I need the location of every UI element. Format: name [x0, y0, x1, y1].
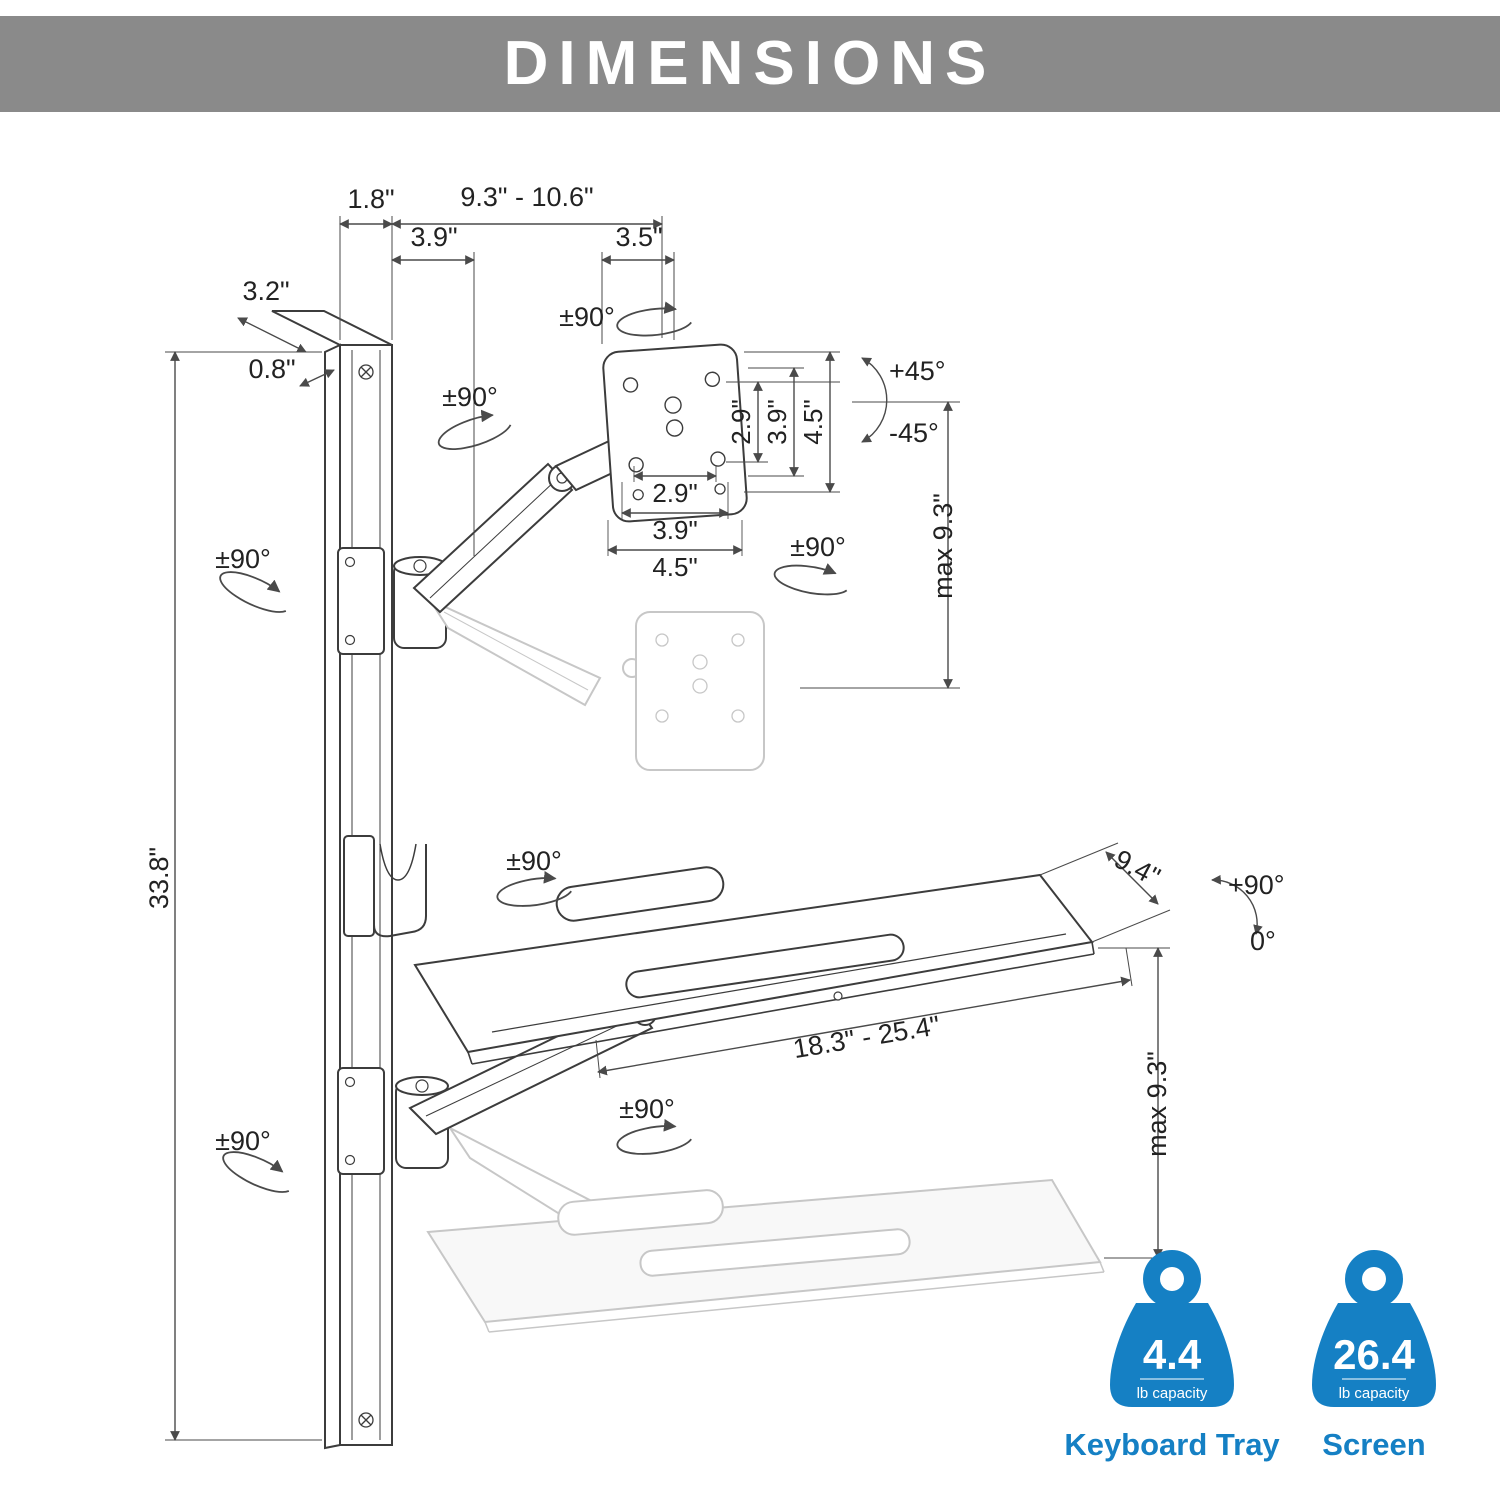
tray-tilt-down-label: 0°	[1250, 926, 1276, 956]
vesa-hole	[710, 451, 726, 467]
capacity-badge-keyboard: 4.4 lb capacity	[1110, 1250, 1234, 1407]
dimension-lines	[165, 216, 1263, 1441]
header-background	[0, 16, 1500, 112]
keyboard-capacity-value: 4.4	[1143, 1331, 1202, 1378]
rotate-head-label: ±90°	[559, 302, 615, 332]
dim-plate-thickness-label: 0.8"	[248, 354, 295, 384]
vesa-vertical-29-label: 2.9"	[726, 399, 756, 444]
weight-icon-body	[1312, 1303, 1436, 1407]
vesa-hole	[628, 457, 644, 473]
cable-hole	[665, 419, 684, 437]
vesa-vertical-39-label: 3.9"	[762, 399, 792, 444]
rail-screw-bottom	[358, 1412, 374, 1428]
tray-depth-label: 9.4"	[1109, 844, 1165, 893]
rotate-plate-label: ±90°	[790, 532, 846, 562]
dim-head-offset-label: 3.5"	[615, 222, 662, 252]
tilt-down-label: -45°	[889, 418, 939, 448]
weight-icon-body	[1110, 1303, 1234, 1407]
keyboard-capacity-unit: lb capacity	[1137, 1385, 1208, 1402]
rotate-rail-upper-label: ±90°	[215, 544, 271, 574]
dim-rail-height-label: 33.8"	[144, 847, 174, 909]
keyboard-lift-range-label: max 9.3"	[1142, 1051, 1172, 1157]
keyboard-capacity-label: Keyboard Tray	[1064, 1427, 1280, 1462]
vesa-horizontal-29-label: 2.9"	[652, 478, 697, 508]
header-banner: DIMENSIONS	[0, 16, 1500, 112]
screen-capacity-value: 26.4	[1333, 1331, 1415, 1378]
rotate-rail-lower-label: ±90°	[215, 1126, 271, 1156]
rail-top-face	[271, 310, 393, 346]
dim-mount-offset-label: 3.9"	[410, 222, 457, 252]
wall-rail	[271, 310, 449, 1450]
dim-rail-width-label: 1.8"	[347, 184, 394, 214]
rail-side-face	[324, 343, 341, 1450]
vesa-vertical-45-label: 4.5"	[798, 399, 828, 444]
vesa-hole	[622, 377, 639, 393]
tilt-up-label: +45°	[889, 356, 946, 386]
monitor-arm-ghost	[427, 597, 765, 771]
keyboard-rotate-arm-label: ±90°	[506, 846, 562, 876]
vesa-hole	[704, 371, 721, 387]
screen-capacity-unit: lb capacity	[1339, 1385, 1410, 1402]
dim-rail-depth-label: 3.2"	[242, 276, 289, 306]
vesa-horizontal-39-label: 3.9"	[652, 515, 697, 545]
screen-capacity-label: Screen	[1322, 1427, 1425, 1462]
page-title: DIMENSIONS	[504, 29, 997, 98]
vesa-horizontal-45-label: 4.5"	[652, 552, 697, 582]
vesa-hole	[632, 489, 644, 501]
dim-arm-reach-label: 9.3" - 10.6"	[460, 182, 593, 212]
cable-hook	[343, 835, 427, 938]
vesa-hole	[714, 483, 726, 495]
rail-screw-top	[358, 364, 374, 380]
keyboard-rotate-arm-ghost-label: ±90°	[619, 1094, 675, 1124]
rotate-arm-label: ±90°	[442, 382, 498, 412]
cable-hole	[664, 396, 682, 414]
keyboard-tray-ghost	[426, 1125, 1105, 1333]
keyboard-tray	[413, 866, 1095, 1065]
tray-tilt-up-label: +90°	[1228, 870, 1285, 900]
capacity-badge-screen: 26.4 lb capacity	[1312, 1250, 1436, 1407]
tray-roller	[555, 866, 725, 922]
monitor-arm-link	[412, 462, 574, 614]
tray-width-range-label: 18.3" - 25.4"	[791, 1010, 942, 1064]
monitor-lift-range-label: max 9.3"	[928, 493, 958, 599]
